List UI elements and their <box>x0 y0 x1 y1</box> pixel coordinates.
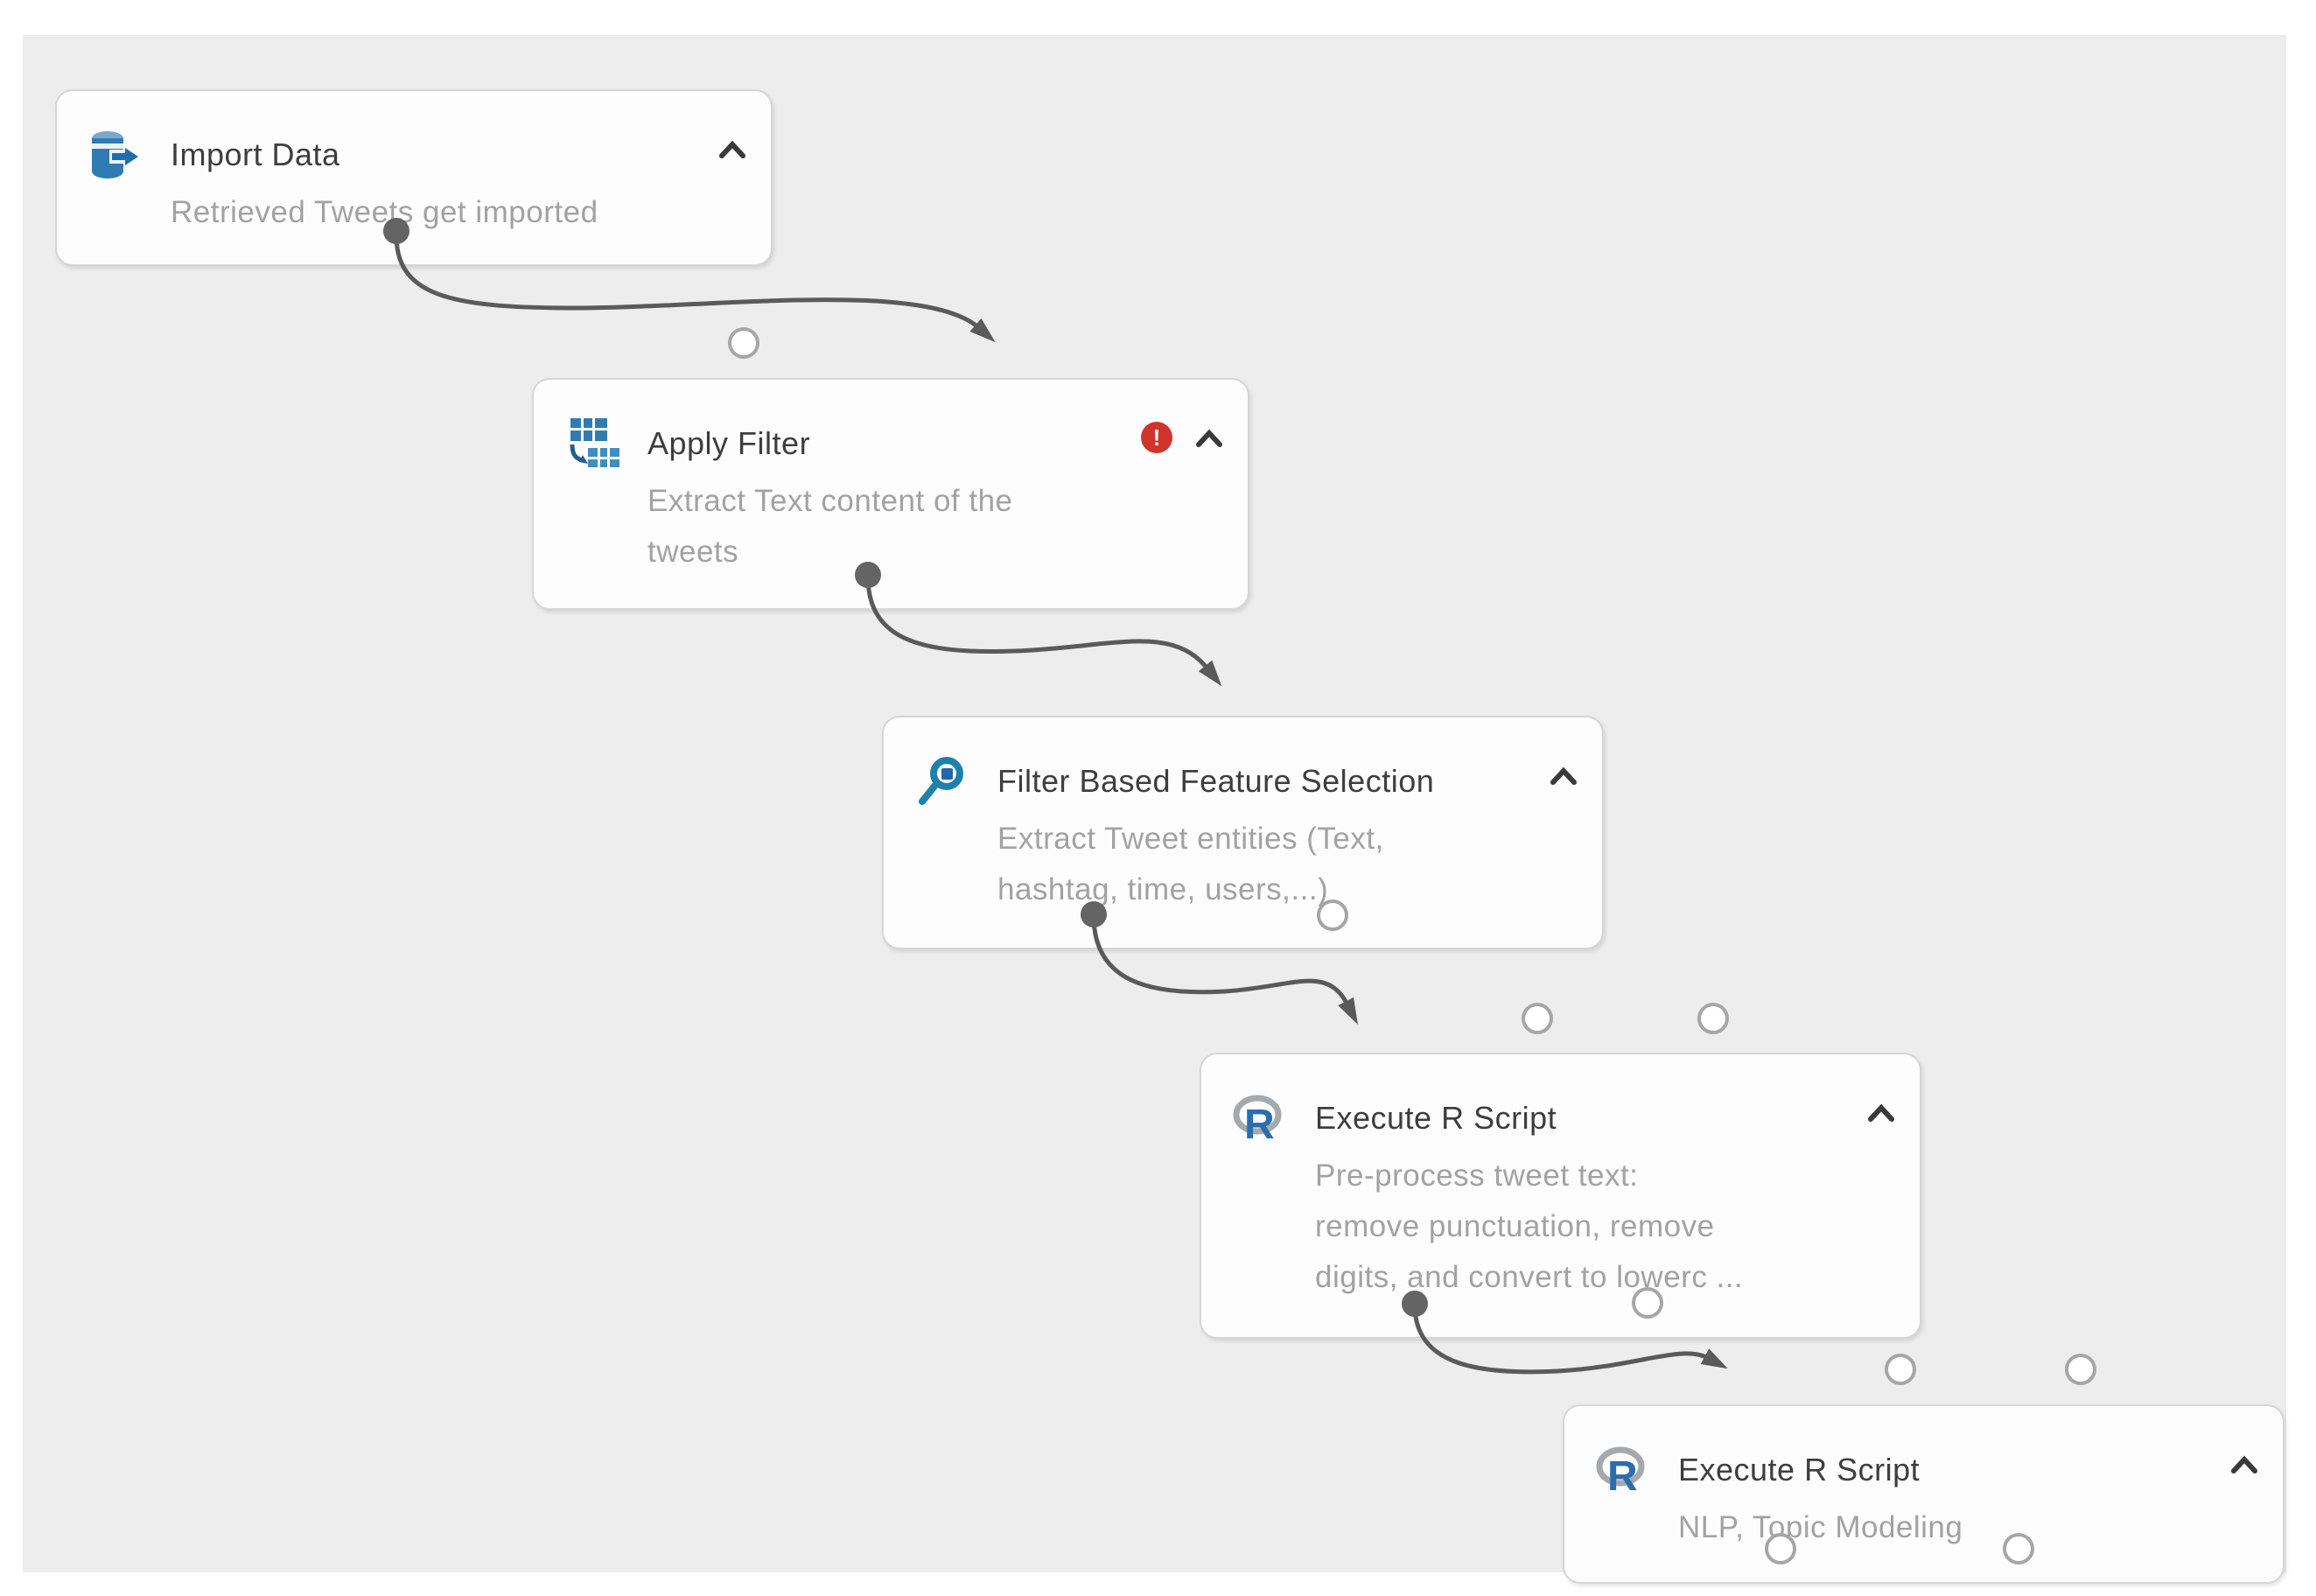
error-badge-icon[interactable]: ! <box>1141 422 1172 453</box>
node-title: Apply Filter <box>647 425 811 461</box>
svg-text:R: R <box>1244 1102 1275 1144</box>
collapse-chevron-icon[interactable] <box>1550 766 1578 786</box>
collapse-chevron-icon[interactable] <box>2230 1455 2258 1474</box>
node-subtitle: Extract Text content of the tweets <box>647 484 1013 569</box>
node-title: Execute R Script <box>1315 1100 1557 1136</box>
node-title: Filter Based Feature Selection <box>997 763 1435 799</box>
collapse-chevron-icon[interactable] <box>1867 1103 1895 1123</box>
database-import-icon <box>88 130 144 180</box>
node-subtitle: Pre-process tweet text: remove punctuati… <box>1315 1158 1744 1294</box>
collapse-chevron-icon[interactable] <box>1195 429 1223 448</box>
node-subtitle: Extract Tweet entities (Text, hashtag, t… <box>997 822 1384 906</box>
apply-filter-table-icon <box>565 418 621 469</box>
collapse-chevron-icon[interactable] <box>718 140 746 159</box>
node-title: Execute R Script <box>1678 1452 1921 1488</box>
svg-text:R: R <box>1607 1453 1638 1495</box>
r-logo-icon: R <box>1233 1093 1289 1148</box>
node-subtitle: NLP, Topic Modeling <box>1678 1510 1963 1544</box>
r-logo-icon: R <box>1596 1445 1652 1500</box>
node-subtitle: Retrieved Tweets get imported <box>171 195 598 229</box>
node-title: Import Data <box>171 136 340 172</box>
feature-selection-magnifier-icon <box>915 756 971 807</box>
